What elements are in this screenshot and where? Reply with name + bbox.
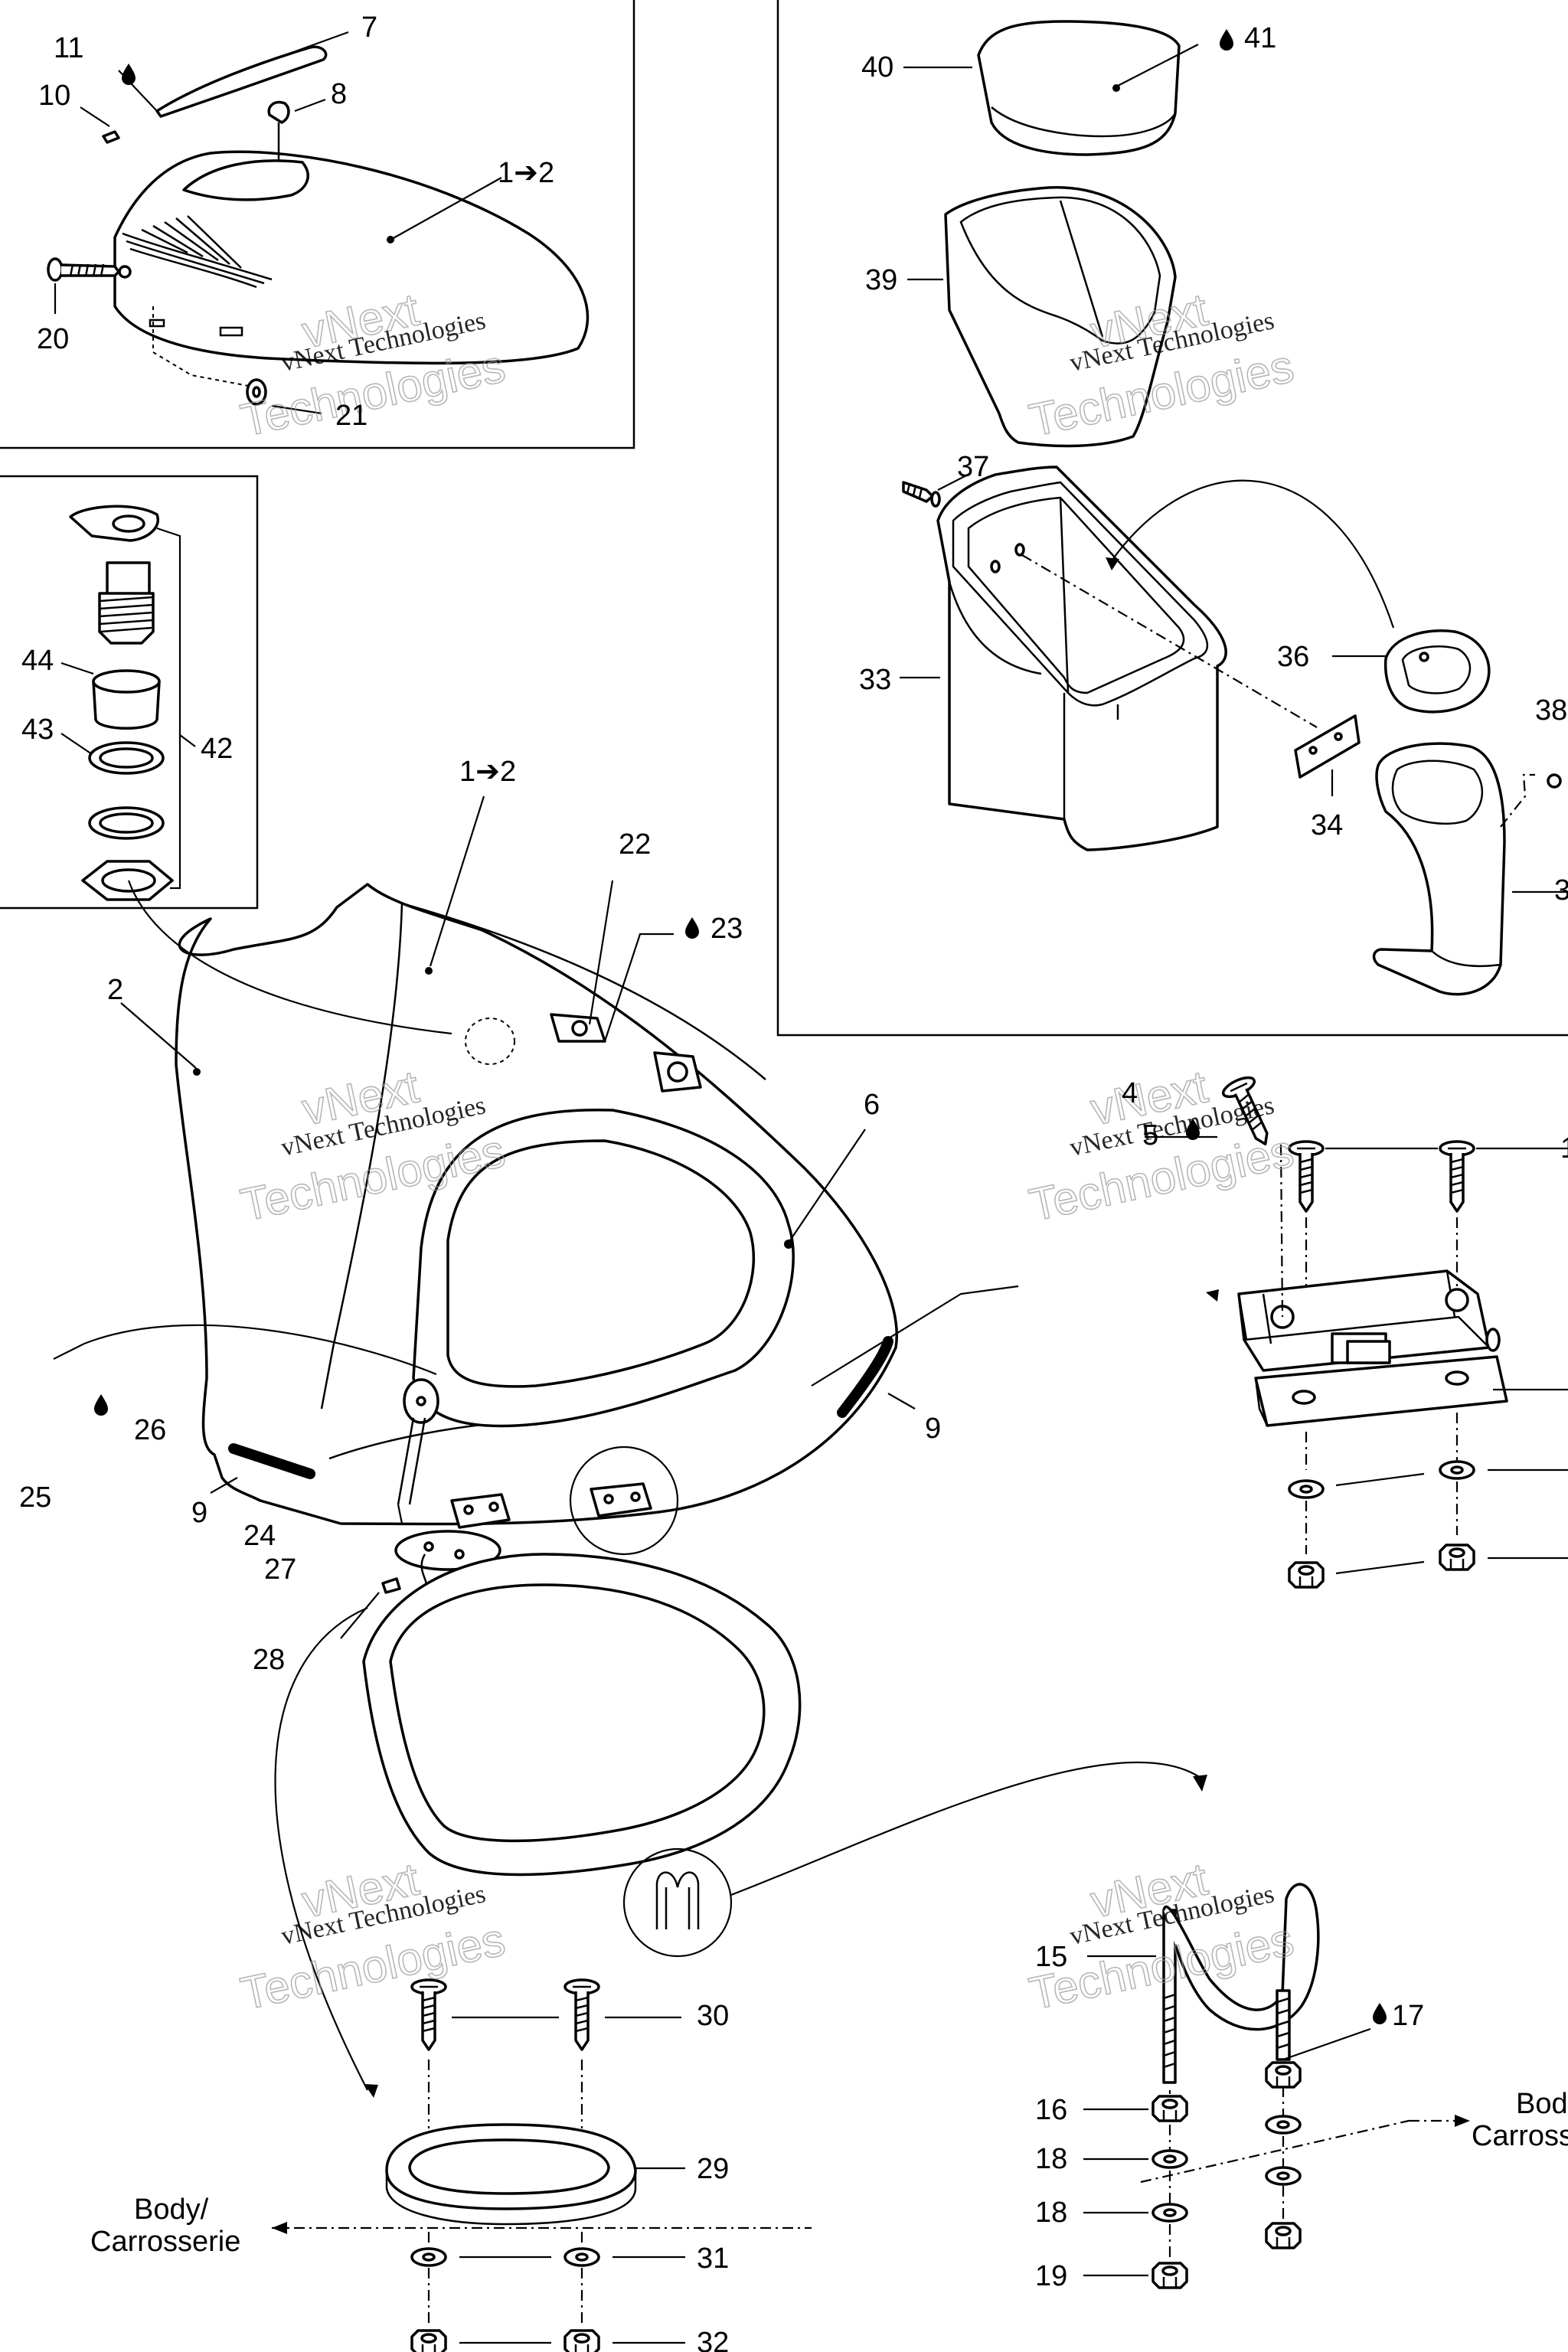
callout-39: 39 [865,264,897,296]
callout-18-lower: 18 [1035,2197,1067,2229]
u-bolt-hardware-part [1083,1883,1470,2289]
callout-28: 28 [253,1644,285,1676]
callout-17: 17 [1392,2000,1424,2032]
callout-18-upper: 18 [1035,2143,1067,2175]
left-inset-frame [0,475,259,910]
latch-housing-part-3 [1372,742,1568,996]
liquid-drop-icon [1373,2003,1387,2024]
callout-20: 20 [37,323,69,355]
callout-31: 31 [697,2243,729,2275]
body-label-line1: Body/ [134,2194,209,2226]
liquid-drop-icon [122,64,136,85]
callout-42: 42 [201,733,233,765]
liquid-drop-icon [94,1394,108,1416]
callout-9-right: 9 [925,1413,941,1445]
callout-27: 27 [264,1553,296,1586]
hinge-hardware-part [1145,1072,1568,1589]
watermark-6: vNext vNext Technologies Technologies [1024,1852,1298,2020]
callout-7: 7 [361,11,377,44]
callout-22: 22 [619,828,651,861]
callout-25: 25 [19,1481,51,1514]
body-label-line2: Carrosserie [90,2226,240,2258]
callout-23: 23 [710,913,743,945]
callout-3: 3 [1554,874,1568,906]
bin-liner-part [907,186,1177,448]
body-label-right-line1: Bod [1516,2088,1568,2120]
plate-part-34 [1294,714,1361,796]
callout-9-left: 9 [191,1497,207,1529]
callout-19: 19 [1035,2260,1067,2292]
liquid-drop-icon [685,917,699,939]
top-left-inset-frame [0,0,635,449]
grommet-part-21 [246,378,322,415]
storage-cover-part [113,150,590,387]
callout-38: 38 [1535,694,1567,727]
callout-30: 30 [697,2000,729,2032]
callout-6: 6 [864,1089,880,1121]
callout-26: 26 [134,1414,166,1446]
callout-5: 5 [1142,1119,1158,1152]
cap-part-36 [1332,629,1491,714]
callout-labels: 11 10 7 8 1➔2 20 21 44 43 42 40 41 39 37… [19,11,1568,2352]
callout-16: 16 [1035,2094,1067,2126]
top-right-inset-frame [776,0,1568,1037]
bin-lid-part [903,20,1199,156]
callout-40: 40 [861,51,893,83]
ring-hardware-part [272,1978,812,2352]
screw-part-20 [47,257,132,314]
callout-24: 24 [243,1520,276,1552]
lock-assembly-part [69,505,196,901]
hinge-small [450,1493,511,1529]
cover-trim-strip-part [155,31,349,118]
clip-detail-circle [622,1761,1207,1958]
tether-parts [340,1378,501,1639]
liquid-drop-icon [1220,29,1233,51]
callout-8: 8 [331,78,347,110]
clip-part-8 [267,98,326,161]
callout-11: 11 [54,32,83,64]
callout-15: 15 [1035,1941,1067,1973]
watermark-4: vNext vNext Technologies Technologies [1024,1060,1298,1231]
screw-part-37 [902,472,972,508]
callout-1to2-main: 1➔2 [459,756,516,788]
callout-34: 34 [1311,809,1343,841]
pin-part-10 [80,70,158,144]
callout-33: 33 [859,664,891,696]
hinge-circled [569,1446,679,1556]
callout-2: 2 [107,974,123,1006]
callout-37: 37 [957,451,989,483]
storage-lid-part [274,1553,802,2098]
callout-29: 29 [697,2153,729,2185]
watermark-5: vNext vNext Technologies Technologies [236,1852,510,2020]
callout-1to2-top: 1➔2 [498,157,554,189]
callout-21: 21 [335,400,368,432]
callout-43: 43 [21,714,54,746]
callout-41: 41 [1244,22,1276,54]
callout-44: 44 [21,645,54,677]
callout-36: 36 [1277,641,1309,673]
callout-1: 1 [1560,1132,1568,1165]
callout-10: 10 [38,80,70,112]
callout-4: 4 [1122,1077,1138,1109]
bin-housing-part [900,466,1395,851]
body-label-right-line2: Carross [1472,2120,1568,2152]
storage-compartment-body-part [53,795,1019,1639]
callout-32: 32 [697,2327,729,2352]
